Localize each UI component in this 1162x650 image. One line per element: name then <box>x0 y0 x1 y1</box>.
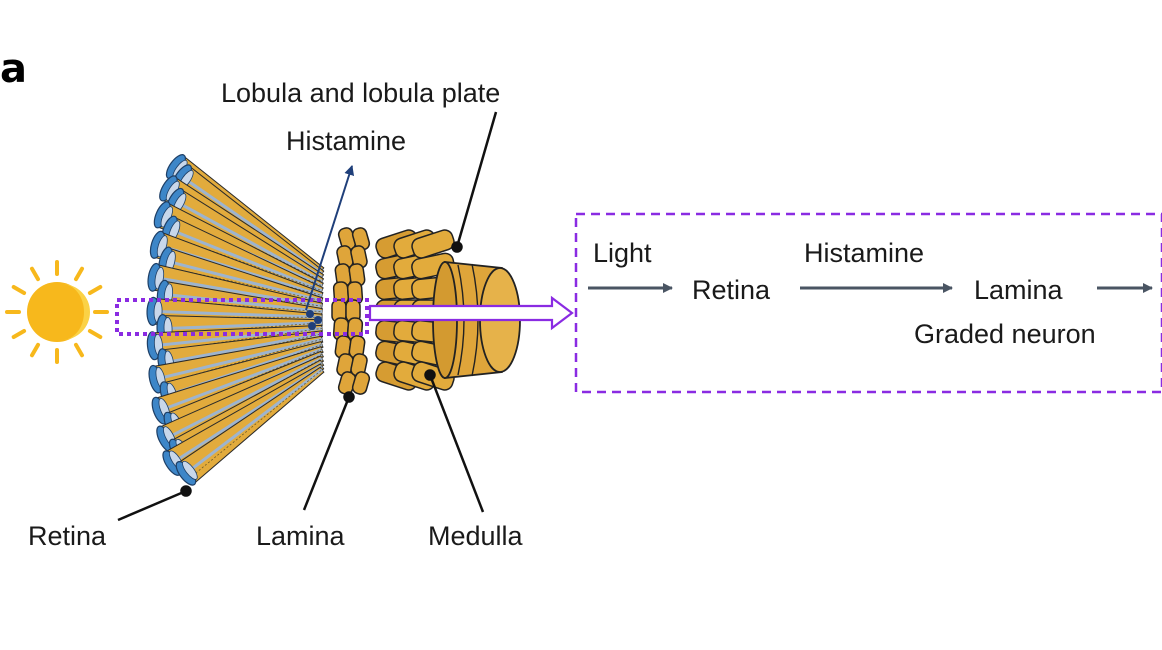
lamina-leader-line <box>302 396 351 511</box>
pathway-retina-label: Retina <box>692 275 771 305</box>
retina-leader-line <box>117 489 187 522</box>
sun-icon <box>5 260 109 364</box>
histamine-release-dots <box>306 310 322 330</box>
medulla-label: Medulla <box>428 521 524 551</box>
pathway-histamine-label: Histamine <box>804 238 924 268</box>
retina-label: Retina <box>28 521 107 551</box>
pathway-graded-neuron-label: Graded neuron <box>914 319 1096 349</box>
histamine-arrow <box>305 165 355 311</box>
histamine-label: Histamine <box>286 126 406 156</box>
pathway-lamina-label: Lamina <box>974 275 1064 305</box>
pathway-light-label: Light <box>593 238 652 268</box>
medulla-leader-line <box>428 374 485 513</box>
lamina-label: Lamina <box>256 521 346 551</box>
panel-letter: a <box>0 46 27 92</box>
lamina-neuropil <box>331 227 371 395</box>
expand-arrow <box>368 295 574 331</box>
light-path-highlight <box>115 298 369 336</box>
lobula-leader-line <box>455 111 498 248</box>
ommatidium <box>175 366 325 486</box>
ommatidia-array <box>146 154 325 486</box>
pathway-box <box>574 212 1162 394</box>
lobula-label: Lobula and lobula plate <box>221 78 500 108</box>
